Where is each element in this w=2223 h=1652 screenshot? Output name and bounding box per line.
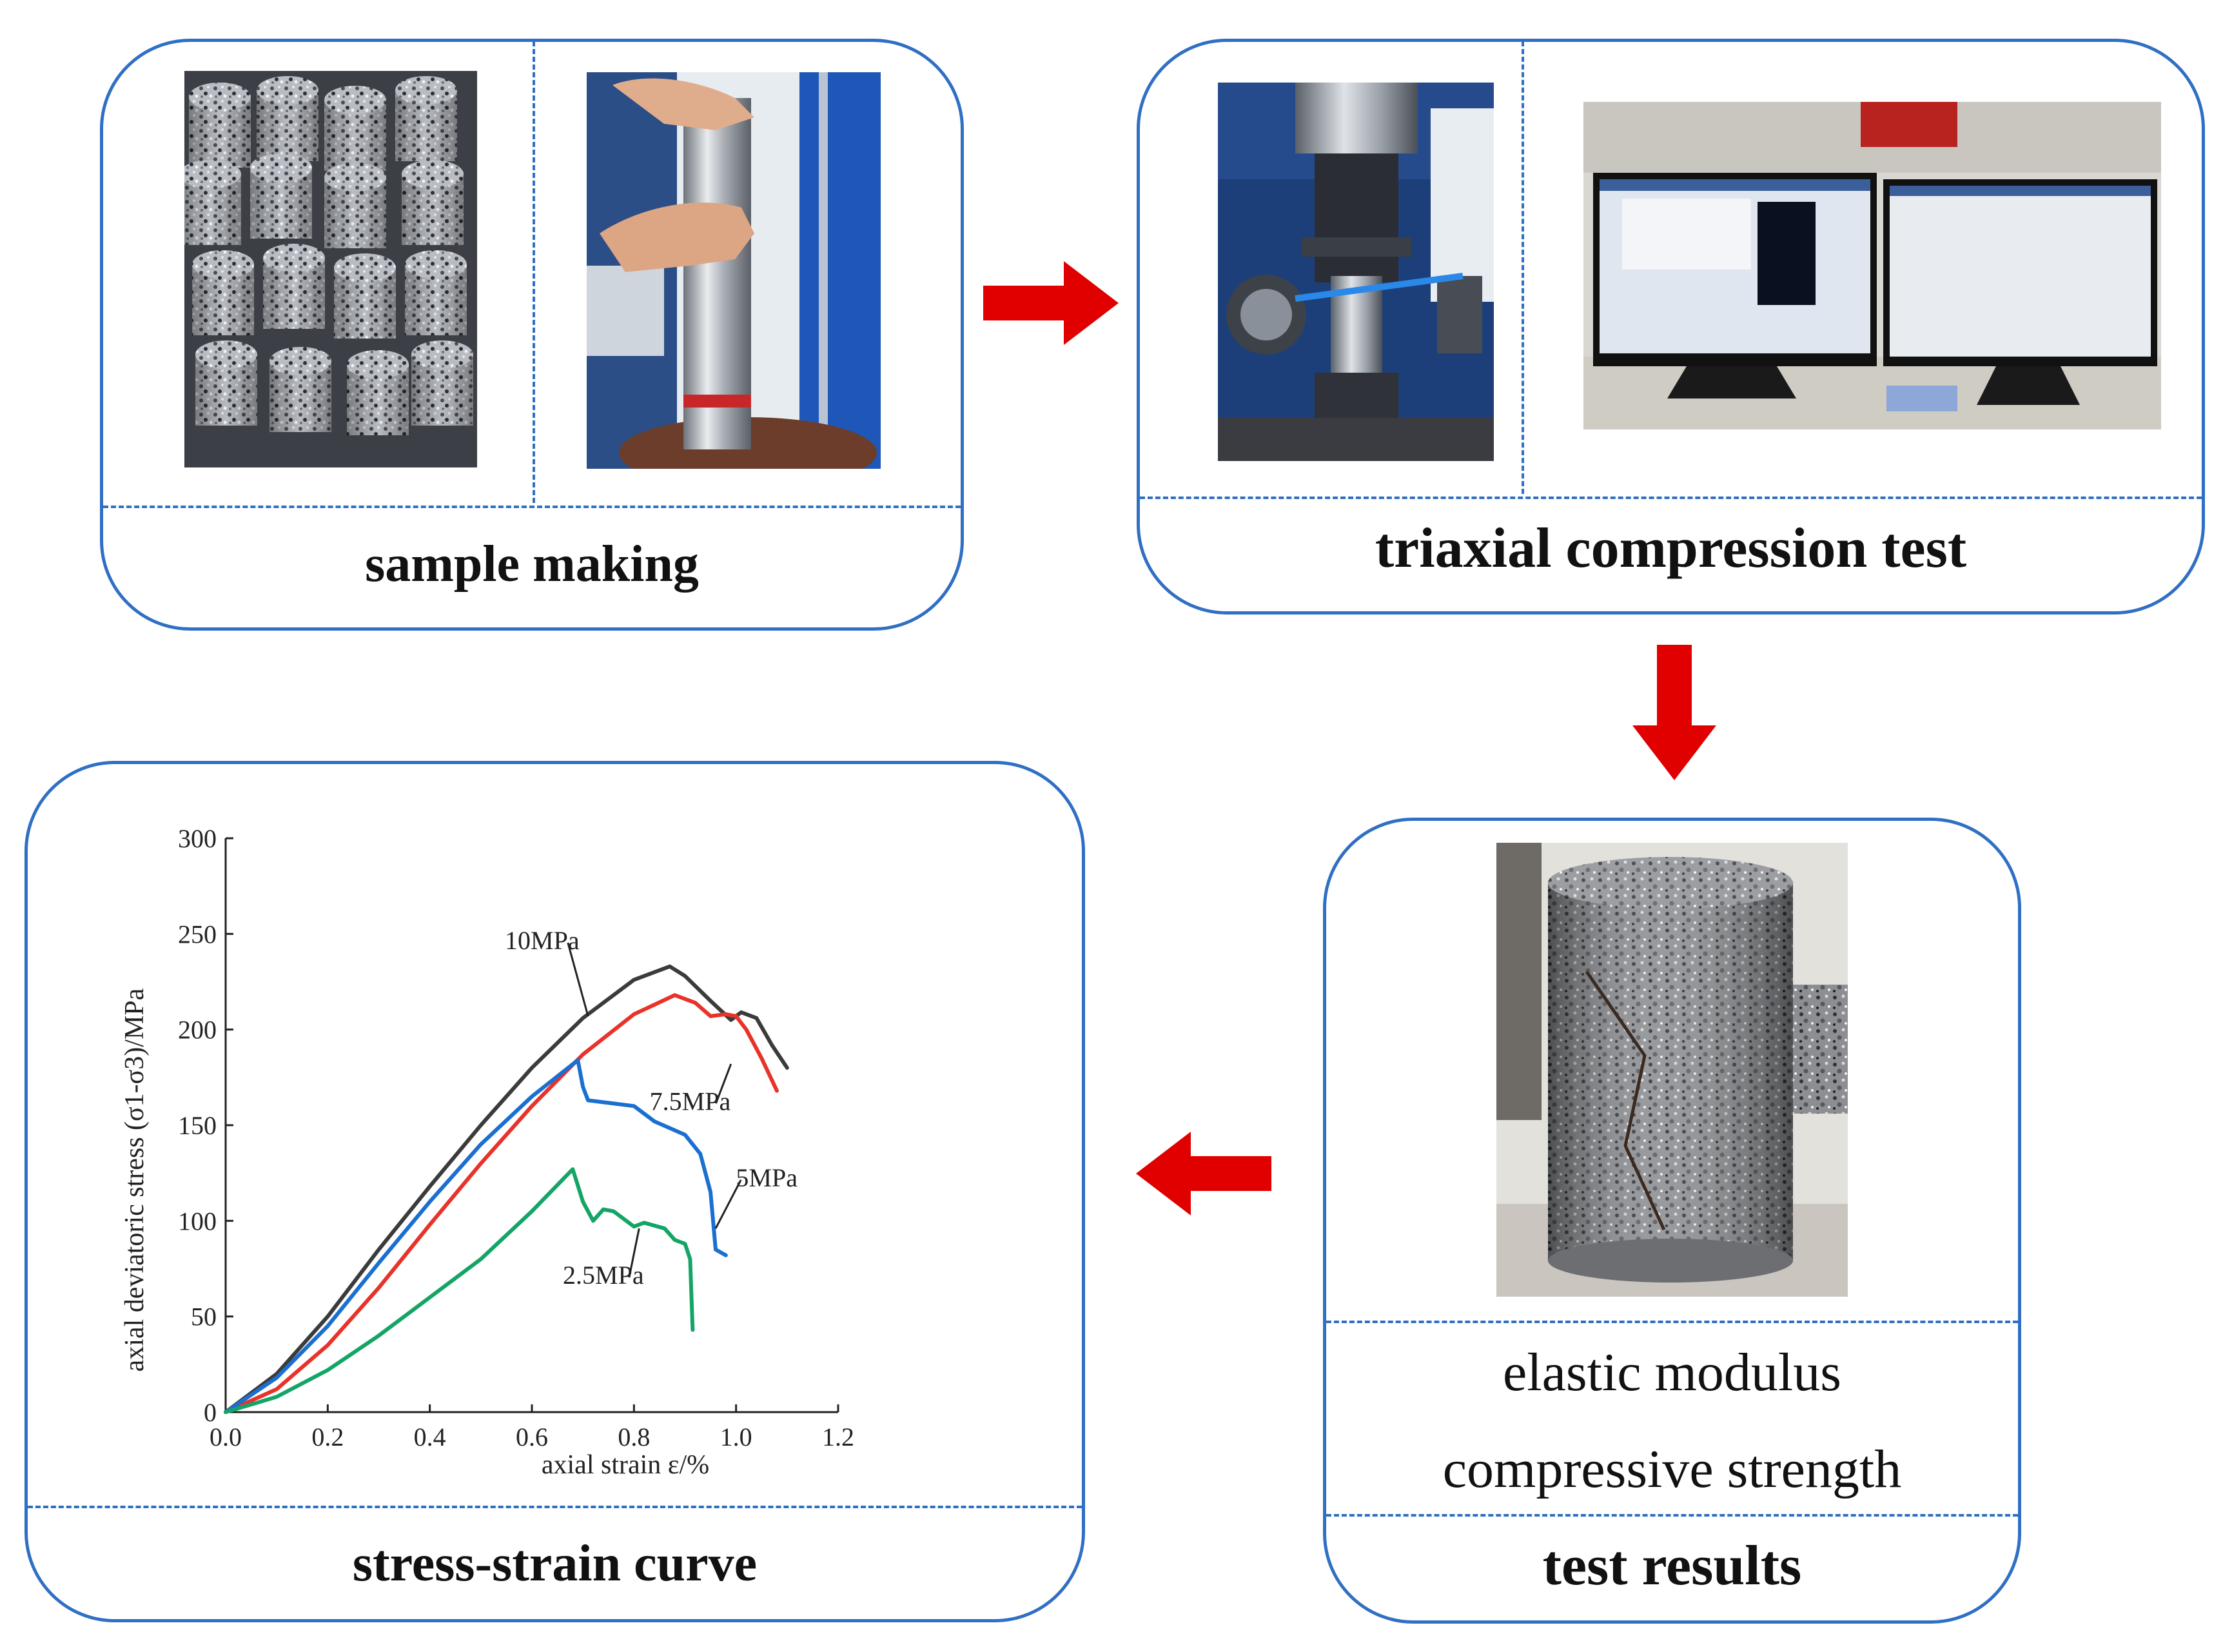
x-tick-label: 0.6 [516, 1422, 548, 1451]
triaxial-divider-vertical [1522, 41, 1524, 494]
granite-cylinder [269, 347, 331, 375]
x-tick-label: 0.4 [414, 1422, 446, 1451]
x-axis-label: axial strain ε/% [542, 1450, 709, 1480]
triaxial-machine-photo [1218, 83, 1494, 461]
stress-strain-divider [28, 1506, 1082, 1508]
arrow-right [983, 261, 1119, 345]
test-results-caption: test results [1542, 1535, 1802, 1597]
granite-cylinder [411, 340, 473, 369]
y-tick-label: 50 [191, 1303, 217, 1332]
granite-samples-photo [184, 71, 477, 467]
failed-specimen-photo [1496, 843, 1848, 1297]
annotation-label-2.5MPa: 2.5MPa [563, 1261, 644, 1290]
triaxial-divider-horizontal [1140, 497, 2202, 499]
sample-making-divider-vertical [533, 41, 535, 503]
monitoring-computer-photo [1583, 102, 2161, 429]
triaxial-caption: triaxial compression test [1375, 517, 1967, 580]
x-tick-label: 0.8 [618, 1422, 650, 1451]
annotation-label-5MPa: 5MPa [736, 1163, 798, 1192]
series-line-10MPa [224, 964, 789, 1414]
elastic-modulus-label: elastic modulus [1503, 1342, 1841, 1402]
arrow-down [1632, 645, 1716, 780]
annotation-leader-7.5MPa [715, 1063, 732, 1104]
annotation-label-7.5MPa: 7.5MPa [650, 1087, 731, 1116]
test-results-divider-bottom [1326, 1514, 2018, 1517]
sample-making-divider-horizontal [103, 506, 961, 508]
granite-cylinder [184, 160, 241, 188]
granite-cylinder [347, 350, 409, 379]
sample-mold-photo [587, 72, 881, 469]
x-tick-label: 1.2 [822, 1422, 854, 1451]
compressive-strength-label: compressive strength [1442, 1439, 1902, 1499]
granite-cylinder [324, 86, 386, 114]
annotation-leader-2.5MPa [628, 1228, 640, 1278]
granite-cylinder [263, 244, 325, 272]
stress-strain-caption: stress-strain curve [352, 1535, 758, 1592]
granite-cylinder [334, 253, 396, 282]
annotation-leader-5MPa [714, 1179, 742, 1229]
granite-cylinder [402, 160, 464, 188]
granite-cylinder [250, 153, 312, 182]
x-tick-label: 0.2 [311, 1422, 344, 1451]
granite-cylinder [195, 340, 257, 369]
x-tick-label: 1.0 [720, 1422, 752, 1451]
annotation-leader-10MPa [567, 942, 589, 1017]
y-axis-label: axial deviatoric stress (σ1-σ3)/MPa [120, 988, 150, 1372]
y-tick-label: 200 [178, 1016, 217, 1045]
sample-making-caption: sample making [365, 536, 699, 593]
granite-cylinder [192, 250, 254, 279]
test-results-divider-top [1326, 1321, 2018, 1323]
x-tick-label: 0.0 [210, 1422, 242, 1451]
series-line-7.5MPa [224, 993, 779, 1414]
annotation-label-10MPa: 10MPa [505, 926, 580, 955]
y-tick-label: 100 [178, 1206, 217, 1235]
granite-cylinder [395, 76, 457, 104]
y-tick-label: 250 [178, 919, 217, 949]
granite-cylinder [189, 83, 251, 111]
granite-cylinder [324, 163, 386, 192]
panel-stress-strain [24, 761, 1085, 1622]
series-line-2.5MPa [224, 1167, 695, 1414]
granite-cylinder [405, 250, 467, 279]
y-tick-label: 150 [178, 1111, 217, 1140]
arrow-left [1136, 1132, 1271, 1215]
y-tick-label: 300 [178, 824, 217, 853]
y-tick-label: 0 [204, 1398, 217, 1427]
series-line-5MPa [224, 1058, 728, 1414]
granite-cylinder [257, 76, 318, 104]
